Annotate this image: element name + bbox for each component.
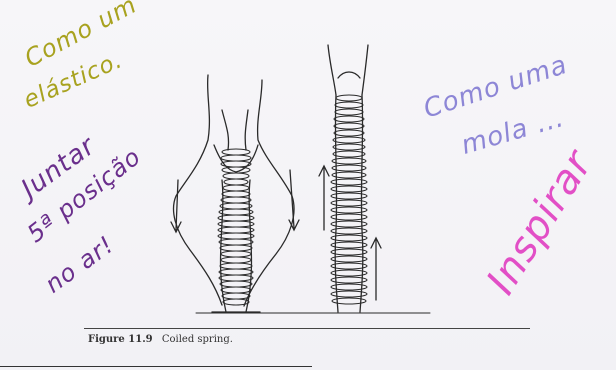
right-figure-head xyxy=(338,72,360,78)
figure-caption: Figure 11.9 Coiled spring. xyxy=(88,334,233,345)
caption-rule-bottom xyxy=(0,366,312,367)
figure-caption-text: Coiled spring. xyxy=(162,334,233,345)
caption-rule-top xyxy=(84,328,530,329)
left-figure-torso-right xyxy=(245,110,248,150)
right-figure-arm-right xyxy=(362,45,368,95)
left-figure-arm-left xyxy=(174,75,222,305)
right-figure-arm-left xyxy=(328,45,336,95)
left-figure-torso-left xyxy=(222,110,229,150)
left-arrow-down-left xyxy=(176,180,178,230)
figure-label: Figure 11.9 xyxy=(88,334,153,345)
